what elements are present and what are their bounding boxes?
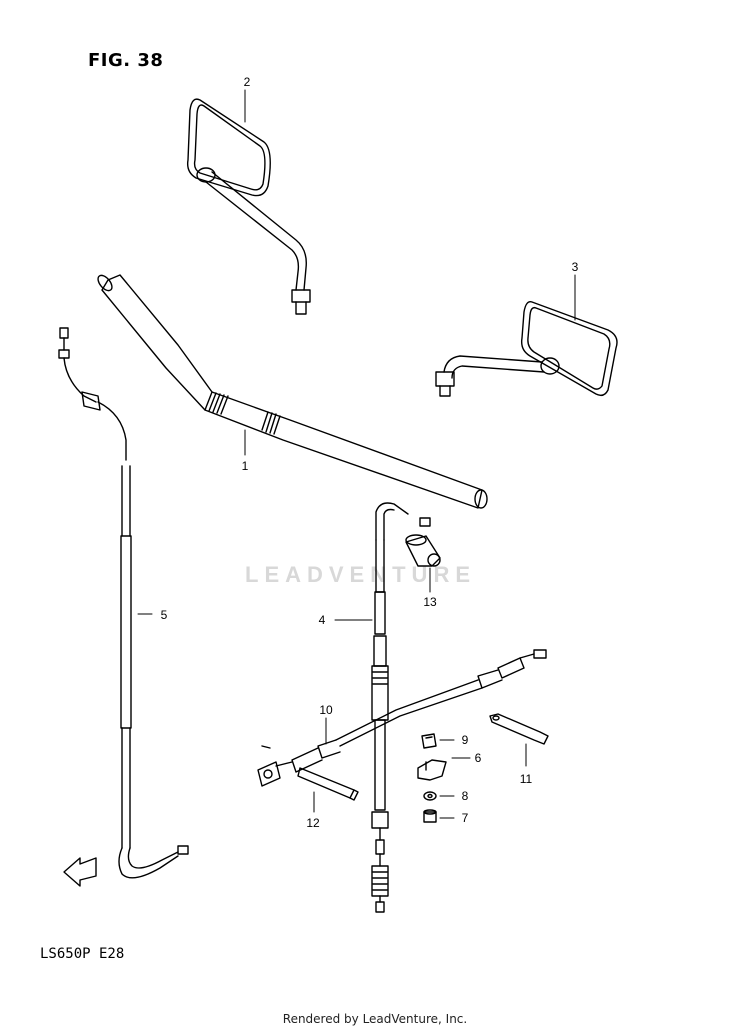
- cable-tie: [297, 767, 359, 801]
- grommet: [405, 534, 441, 567]
- part-number-6: 6: [475, 751, 482, 765]
- part-number-3: 3: [572, 260, 579, 274]
- clamp-bracket: [417, 759, 447, 781]
- part-number-13: 13: [423, 595, 437, 609]
- clip: [421, 733, 437, 749]
- throttle-cable-left: [58, 327, 189, 879]
- right-mirror: [435, 301, 618, 397]
- clutch-cable-center: [371, 502, 431, 913]
- fwd-arrow: [63, 857, 97, 887]
- left-mirror: [186, 98, 311, 315]
- part-number-9: 9: [462, 733, 469, 747]
- part-number-8: 8: [462, 789, 469, 803]
- part-number-1: 1: [242, 459, 249, 473]
- fwd-label: FWD: [69, 864, 89, 878]
- nut: [423, 809, 437, 823]
- part-number-10: 10: [319, 703, 333, 717]
- stay-bracket: [489, 713, 549, 745]
- figure-title: FIG. 38: [88, 50, 164, 71]
- part-number-2: 2: [244, 75, 251, 89]
- part-number-7: 7: [462, 811, 469, 825]
- footer-credit: Rendered by LeadVenture, Inc.: [282, 1012, 468, 1026]
- throttle-cable-diagonal: [257, 649, 547, 787]
- part-number-4: 4: [319, 613, 326, 627]
- part-number-11: 11: [520, 772, 533, 786]
- washer: [423, 791, 437, 801]
- leader-lines: [137, 89, 576, 819]
- model-code: LS650P E28: [40, 946, 125, 962]
- part-number-5: 5: [161, 608, 168, 622]
- handlebar: [97, 274, 488, 509]
- part-number-12: 12: [306, 816, 320, 830]
